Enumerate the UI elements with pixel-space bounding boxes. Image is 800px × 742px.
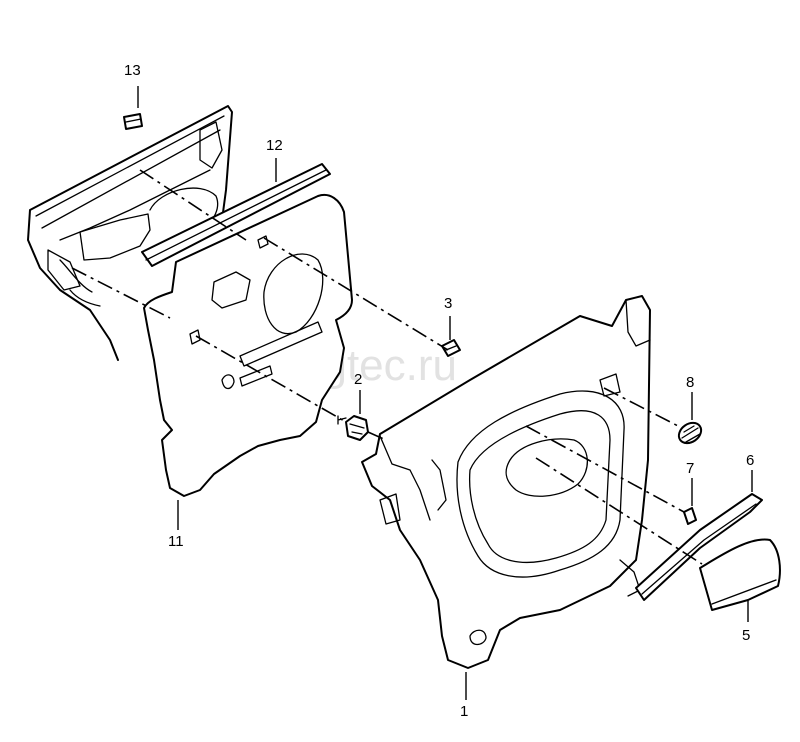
side-trim-1 [361, 295, 651, 669]
label-1: 1 [460, 703, 468, 720]
assembly-lines [71, 169, 703, 565]
body-structure [27, 105, 233, 361]
label-13: 13 [124, 62, 141, 79]
clip-13 [123, 113, 143, 130]
clip-3 [441, 339, 461, 357]
cap-8 [677, 421, 703, 445]
label-2: 2 [354, 371, 362, 388]
clip-7 [683, 507, 697, 525]
label-8: 8 [686, 374, 694, 391]
trim-strip-6 [635, 493, 763, 601]
leader-lines [137, 86, 753, 700]
strip-12 [141, 163, 331, 267]
label-12: 12 [266, 137, 283, 154]
label-7: 7 [686, 460, 694, 477]
label-5: 5 [742, 627, 750, 644]
label-11: 11 [168, 533, 184, 550]
label-6: 6 [746, 452, 754, 469]
label-3: 3 [444, 295, 452, 312]
cover-5 [699, 538, 781, 611]
insulation-panel-11 [143, 194, 353, 497]
